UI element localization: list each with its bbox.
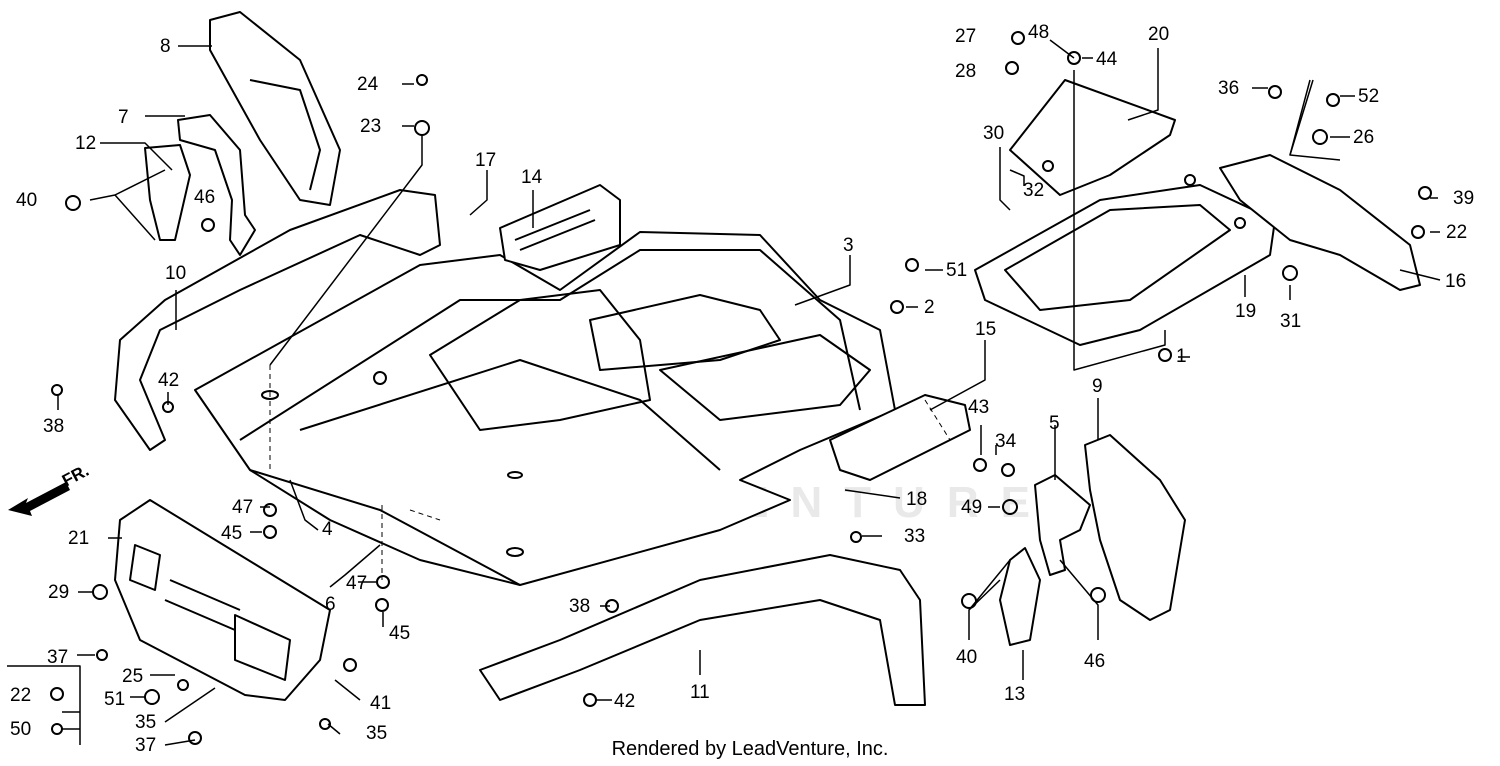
callout-label: 25 [122,666,144,687]
callout-label: 45 [389,623,411,644]
callout-label: 5 [1049,413,1060,434]
fender-10 [114,189,441,451]
callout-label: 22 [1446,222,1468,243]
mud-guard-8 [209,11,341,206]
callout-label: 30 [983,123,1005,144]
callout-label: 50 [10,719,32,740]
callout-label: 52 [1358,86,1380,107]
callout-label: 22 [10,685,32,706]
lid-20 [1009,79,1176,196]
callout-label: 29 [48,582,70,603]
callout-label: 14 [521,167,543,188]
callout-label: 36 [1218,78,1240,99]
callout-label: 2 [924,297,935,318]
callout-label: 48 [1028,22,1050,43]
callout-label: 49 [961,497,983,518]
callout-label: 46 [194,187,216,208]
fasteners [50,31,1432,745]
callout-label: 45 [221,523,243,544]
front-fender-body [194,231,896,586]
leader-lines [7,39,1441,746]
bracket-7 [177,114,256,256]
callout-label: 4 [322,519,333,540]
alignment-lines [269,365,951,580]
callout-label: 42 [158,370,180,391]
callout-label: 35 [366,723,388,744]
callout-label: 33 [904,526,926,547]
clip-13 [999,547,1041,646]
callout-label: 40 [16,190,38,211]
callout-label: 13 [1004,684,1026,705]
callout-label: 9 [1092,376,1103,397]
callout-label: 12 [75,133,97,154]
callout-label: 19 [1235,301,1257,322]
callout-label: 11 [690,682,710,703]
callout-label: 38 [43,416,65,437]
callout-label: 35 [135,712,157,733]
callout-label: 47 [346,573,368,594]
callout-label: 8 [160,36,171,57]
callout-label: 44 [1096,49,1118,70]
front-direction-arrow [8,482,70,516]
callout-label: 24 [357,74,379,95]
callout-label: 1 [1176,346,1187,367]
callout-label: 32 [1023,180,1045,201]
callout-label: 10 [165,263,187,284]
callout-label: 41 [370,693,392,714]
callout-label: 15 [975,319,997,340]
cover-14 [499,184,621,271]
bracket-5 [1034,474,1091,576]
callout-label: 38 [569,596,591,617]
callout-label: 47 [232,497,254,518]
callout-label: 3 [843,235,854,256]
callout-label: 34 [995,431,1017,452]
front-cover-21 [114,499,331,701]
callout-label: 16 [1445,271,1467,292]
callout-label: 21 [68,528,90,549]
callout-label: 51 [946,260,968,281]
rear-fender-16 [1219,154,1421,291]
callout-label: 40 [956,647,978,668]
fender-11 [479,554,926,706]
callout-label: 20 [1148,24,1170,45]
callout-label: 7 [118,107,129,128]
callout-label: 43 [968,397,990,418]
rear-box-19 [974,184,1276,346]
callout-label: 26 [1353,127,1375,148]
clip-12 [144,144,191,241]
callout-label: 42 [614,691,636,712]
callout-label: 28 [955,61,977,82]
callout-label: 51 [104,689,126,710]
callout-label: 17 [475,150,497,171]
callout-label: 46 [1084,651,1106,672]
mud-guard-9 [1084,434,1186,621]
credit-line: Rendered by LeadVenture, Inc. [611,738,889,760]
callout-label: 6 [325,594,336,615]
callout-label: 23 [360,116,382,137]
callout-label: 37 [47,647,69,668]
callout-label: 39 [1453,188,1475,209]
callout-label: 31 [1280,311,1302,332]
callout-label: 37 [135,735,157,756]
callout-label: 18 [906,489,928,510]
callout-label: 27 [955,26,977,47]
